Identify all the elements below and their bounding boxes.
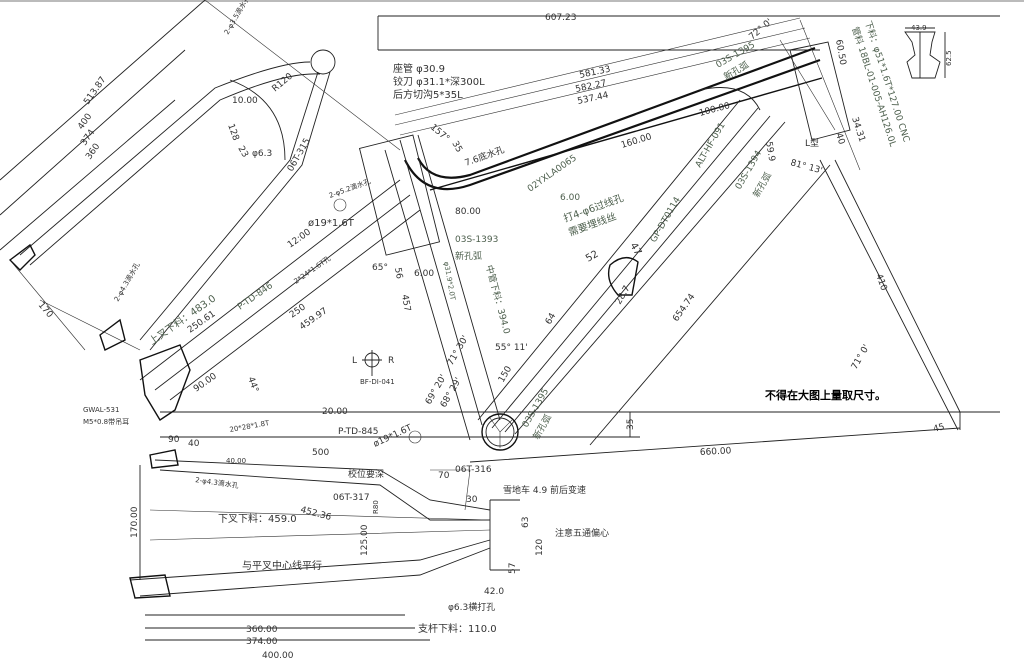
dim-452-36: 452.36 — [299, 505, 332, 523]
dim-6: 6.00 — [414, 269, 434, 279]
dim-35: 35 — [626, 419, 636, 430]
part-gp: GP-DT0114 — [649, 195, 683, 244]
dim-56: 56 — [392, 267, 404, 280]
part-gwal: GWAL-531 — [83, 406, 119, 414]
dim-90: 90.00 — [192, 371, 219, 394]
dim-654: 654.74 — [671, 292, 697, 324]
angle-81: 81° 13' — [789, 158, 823, 176]
dim-513-87: 513.87 — [82, 75, 108, 107]
dim-500: 500 — [312, 448, 329, 458]
dim-35: 35 — [449, 140, 463, 155]
dim-660: 660.00 — [700, 446, 732, 458]
dim-43-9: 43.9 — [911, 24, 927, 32]
bottom-bracket — [481, 413, 519, 451]
l-type-label: L型 — [805, 138, 819, 149]
seat-tube-spec: φ31.9*2.0T — [442, 261, 457, 302]
dim-80: 80.00 — [455, 207, 481, 217]
dim-128: 128 — [225, 123, 240, 143]
new-arc-note: 新孔弧 — [455, 250, 482, 262]
parallel-note: 与平叉中心线平行 — [242, 559, 322, 572]
thread-note: M5*0.8带吊耳 — [83, 418, 129, 426]
dim-52: 52 — [584, 249, 601, 265]
dim-120: 120 — [535, 539, 545, 556]
chainstay-view — [129, 449, 520, 641]
dim-62-5: 62.5 — [945, 50, 953, 66]
part-06t316: 06T-316 — [455, 465, 492, 475]
reamer-note: 铰刀 φ31.1*深300L — [393, 75, 485, 88]
dim-70: 70 — [438, 471, 450, 481]
warning-note: 不得在大图上量取尺寸。 — [765, 388, 886, 402]
left-label: L — [352, 356, 357, 366]
new-arc-note: 新孔弧 — [750, 170, 774, 199]
tube-spec: ø19*1.6T — [308, 218, 355, 229]
dim-607: 607.23 — [545, 13, 577, 23]
dim-374: 374.00 — [246, 637, 278, 647]
dim-10: 10.00 — [232, 96, 258, 106]
part-ptd845: P-TD-845 — [338, 427, 379, 437]
deep-note: 校位要深 — [348, 468, 384, 480]
front-triangle — [160, 15, 1000, 463]
angle-55: 55° 11' — [495, 343, 528, 353]
dim-400: 400.00 — [262, 651, 294, 661]
dim-30: 30 — [466, 495, 478, 505]
dim-23: 23 — [235, 145, 249, 160]
dim-40: 40 — [188, 439, 200, 449]
angle-157: 157° — [428, 123, 451, 145]
dim-250: 250 — [288, 302, 308, 320]
part-1393: 03S-1393 — [455, 235, 498, 245]
drivetrain-note: 雪地车 4.9 前后变速 — [503, 484, 586, 496]
dim-34-31: 34.31 — [849, 116, 866, 144]
dim-60-50: 60.50 — [833, 39, 847, 66]
dim-170: 170.00 — [130, 506, 140, 538]
dim-581: 581.33 — [579, 65, 612, 81]
part-ptd846: P-TD-846 — [236, 281, 275, 313]
part-02yx: 02YXLA0065 — [526, 153, 579, 194]
dim-12: 12:00 — [286, 227, 313, 250]
drain-note: 2-φ4.3滴水孔 — [112, 261, 142, 303]
drain-note: 2-φ3.5滴水孔 — [222, 0, 252, 36]
dim-410: 410 — [873, 273, 888, 293]
dim-59-9: 59.9 — [763, 141, 776, 163]
dim-40: 40.00 — [226, 457, 246, 465]
dim-457: 457 — [399, 294, 412, 313]
dim-42: 42.0 — [484, 587, 504, 597]
dim-20: 20.00 — [322, 407, 348, 417]
dim-40: 40 — [833, 132, 846, 146]
annotations: 607.23 座管 φ30.9 铰刀 φ31.1*深300L 后方切沟5*35L… — [36, 0, 953, 661]
radius-120: R120 — [271, 71, 296, 94]
rear-stay-view — [0, 0, 421, 421]
bb-note: 注意五通偏心 — [555, 527, 609, 539]
radius-80: R80 — [372, 500, 380, 514]
right-label: R — [388, 356, 394, 366]
chainstay-cut-note: 下叉下料：459.0 — [218, 512, 297, 525]
dim-45: 45 — [932, 422, 946, 435]
part-bf: BF-DI-041 — [360, 378, 395, 386]
dim-57: 57 — [508, 563, 518, 574]
dim-90: 90 — [168, 435, 180, 445]
part-alt: ALT-HF-091 — [694, 121, 728, 170]
angle-44: 44° — [245, 376, 260, 394]
dim-63: 63 — [521, 517, 531, 528]
dim-47: 47 — [627, 241, 643, 258]
drain-note: 2-φ4.3滴水孔 — [195, 475, 240, 490]
seat-tube-cut-note: 中管下料：394.0 — [483, 264, 513, 336]
hole-note: φ6.3横打孔 — [448, 601, 495, 613]
angle-71: 71° 0' — [850, 343, 872, 371]
seat-tube-note: 座管 φ30.9 — [393, 62, 445, 75]
dim-125: 125.00 — [360, 524, 370, 556]
strut-cut-note: 支杆下料：110.0 — [418, 622, 497, 635]
angle-71-30: 71° 30' — [446, 334, 471, 367]
hole-note: φ6.3 — [252, 149, 272, 159]
dim-150: 150 — [497, 364, 514, 384]
angle-65: 65° — [372, 263, 388, 273]
slot-note: 后方切沟5*35L — [393, 88, 463, 101]
dim-360: 360.00 — [246, 625, 278, 635]
dim-400: 400 — [76, 112, 94, 132]
dim-6: 6.00 — [560, 193, 580, 203]
dim-170: 170 — [36, 301, 55, 321]
tube-spec: 20*28*1.8T — [229, 419, 271, 434]
part-06t317: 06T-317 — [333, 493, 370, 503]
drain-note: 2-φ5.2滴水孔 — [328, 176, 372, 199]
